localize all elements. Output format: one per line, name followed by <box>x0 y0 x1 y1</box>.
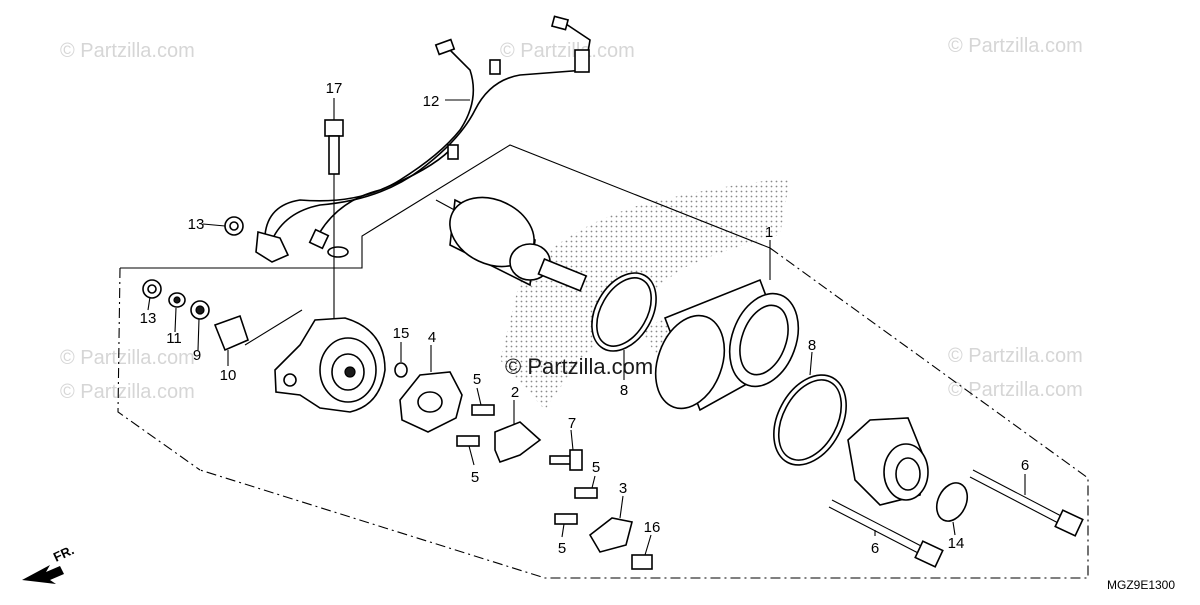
diagram-code: MGZ9E1300 <box>1107 578 1175 592</box>
springs <box>456 404 598 525</box>
bolt-17 <box>324 119 344 320</box>
callout-5: 5 <box>471 469 479 486</box>
watermark-text: © Partzilla.com <box>60 40 195 62</box>
callout-11: 11 <box>166 330 182 347</box>
screw-7 <box>549 449 583 471</box>
callout-5: 5 <box>592 459 600 476</box>
watermark-text: © Partzilla.com <box>500 40 635 62</box>
callout-8: 8 <box>620 382 628 399</box>
callouts: 1 2 3 4 5 5 5 5 6 6 7 8 8 9 10 11 12 13 … <box>140 80 1030 557</box>
front-direction-label: FR. <box>51 542 76 564</box>
callout-6: 6 <box>1021 457 1029 474</box>
long-bolts <box>828 469 1084 568</box>
callout-17: 17 <box>326 80 343 97</box>
o-ring-upper <box>591 272 657 352</box>
brush-3 <box>588 517 653 570</box>
callout-1: 1 <box>765 224 773 241</box>
callout-13: 13 <box>140 310 157 327</box>
callout-2: 2 <box>511 384 519 401</box>
callout-5: 5 <box>558 540 566 557</box>
o-ring-14 <box>935 482 969 522</box>
center-watermark: © Partzilla.com <box>505 354 653 379</box>
assembly-outline-left <box>117 144 771 471</box>
o-ring-lower <box>773 374 847 466</box>
armature <box>435 196 588 292</box>
watermark-text: © Partzilla.com <box>948 379 1083 401</box>
callout-3: 3 <box>619 480 627 497</box>
assembly-outline-right <box>199 247 1089 579</box>
callout-10: 10 <box>220 367 237 384</box>
watermark-text: © Partzilla.com <box>60 381 195 403</box>
callout-14: 14 <box>948 535 965 552</box>
front-cover <box>274 317 386 413</box>
front-direction-indicator: FR. <box>22 542 76 584</box>
watermark-text: © Partzilla.com <box>60 347 195 369</box>
rear-cover <box>847 417 929 506</box>
callout-5: 5 <box>473 371 481 388</box>
callout-12: 12 <box>423 93 440 110</box>
watermark-text: © Partzilla.com <box>948 35 1083 57</box>
callout-8: 8 <box>808 337 816 354</box>
callout-4: 4 <box>428 329 436 346</box>
brush-2 <box>494 421 542 464</box>
terminal-cover <box>255 230 290 263</box>
callout-16: 16 <box>644 519 661 536</box>
wire-harness <box>264 15 591 258</box>
watermark-layer: © Partzilla.com © Partzilla.com © Partzi… <box>60 35 1083 403</box>
callout-6: 6 <box>871 540 879 557</box>
callout-13: 13 <box>188 216 205 233</box>
small-parts-left <box>142 216 249 352</box>
callout-9: 9 <box>193 347 201 364</box>
leader-lines <box>147 98 1026 556</box>
watermark-text: © Partzilla.com <box>948 345 1083 367</box>
callout-15: 15 <box>393 325 410 342</box>
brush-holder <box>394 362 463 433</box>
front-arrow-icon <box>22 565 64 584</box>
yoke <box>654 278 800 412</box>
callout-7: 7 <box>568 415 576 432</box>
